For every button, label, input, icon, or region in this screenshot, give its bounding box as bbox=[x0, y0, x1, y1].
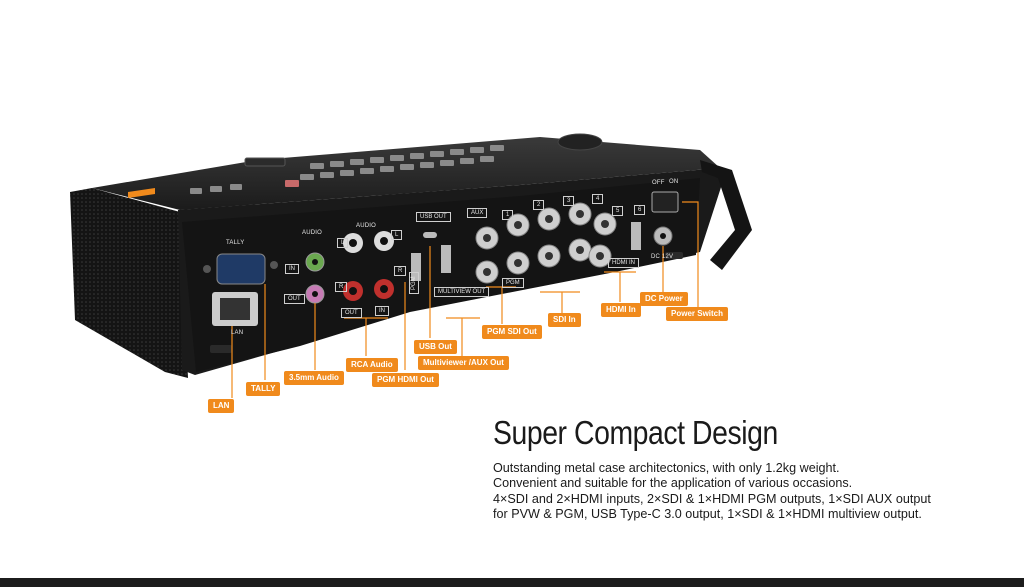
orange-badge bbox=[128, 188, 155, 198]
leader-lines bbox=[231, 201, 699, 398]
device-top-surface bbox=[92, 137, 720, 210]
out-label: OUT bbox=[284, 294, 305, 304]
bnc-number-4: 4 bbox=[592, 194, 604, 204]
bnc-number-1: 1 bbox=[502, 210, 514, 220]
r2-label: R bbox=[394, 266, 407, 276]
description-line: Convenient and suitable for the applicat… bbox=[493, 476, 853, 491]
bnc-number-5: 5 bbox=[612, 206, 624, 216]
foot-right bbox=[665, 252, 683, 259]
foot-left bbox=[210, 345, 232, 353]
bnc-number-2: 2 bbox=[533, 200, 545, 210]
on-label: ON bbox=[669, 179, 679, 185]
bnc-number-6: 6 bbox=[634, 205, 646, 215]
l2-label: L bbox=[391, 230, 403, 240]
multiview-out-port-label: MULTIVIEW OUT bbox=[434, 287, 490, 297]
bottom-bar bbox=[0, 578, 1024, 587]
headline: Super Compact Design bbox=[493, 414, 778, 451]
callout-power-switch: Power Switch bbox=[666, 307, 729, 321]
callout-tally: TALLY bbox=[246, 382, 281, 396]
tally-vga-port bbox=[216, 253, 266, 285]
callout-rca-audio: RCA Audio bbox=[346, 358, 398, 372]
l1-label: L bbox=[337, 238, 349, 248]
usb-c-port bbox=[423, 232, 437, 238]
description-line: Outstanding metal case architectonics, w… bbox=[493, 461, 840, 475]
joystick-knob bbox=[557, 133, 603, 151]
callout-hdmi-in: HDMI In bbox=[601, 303, 641, 317]
in2-label: IN bbox=[375, 306, 389, 316]
side-vent bbox=[70, 188, 188, 378]
off-label: OFF bbox=[652, 180, 665, 186]
pgm-port-label-right: PGM bbox=[502, 278, 524, 288]
hdmi-in-port-label: HDMI IN bbox=[608, 258, 639, 268]
callout-3-5mm-audio: 3.5mm Audio bbox=[284, 371, 344, 385]
callout-dc-power: DC Power bbox=[640, 292, 688, 306]
callout-multiviewer-aux-out: Multiviewer /AUX Out bbox=[418, 356, 509, 370]
callout-pgm-sdi-out: PGM SDI Out bbox=[482, 325, 542, 339]
r1-label: R bbox=[335, 282, 348, 292]
side-handle bbox=[700, 160, 752, 270]
callout-sdi-in: SDI In bbox=[548, 313, 581, 327]
dc-port-label: DC 12V bbox=[651, 254, 674, 260]
in-label: IN bbox=[285, 264, 299, 274]
pgm-hdmi-port bbox=[411, 253, 421, 281]
power-switch bbox=[651, 191, 679, 213]
hdmi-in-port bbox=[631, 222, 641, 250]
description-line: 4×SDI and 2×HDMI inputs, 2×SDI & 1×HDMI … bbox=[493, 491, 931, 506]
audio-port-label-right: AUDIO bbox=[356, 223, 377, 229]
multiview-hdmi-port bbox=[441, 245, 451, 273]
out2-label: OUT bbox=[341, 308, 362, 318]
top-buttons bbox=[190, 145, 504, 194]
t-bar-fader bbox=[244, 157, 286, 167]
description: Outstanding metal case architectonics, w… bbox=[493, 461, 1013, 522]
aux-port-label: AUX bbox=[467, 208, 488, 218]
usb-out-port-label: USB OUT bbox=[416, 212, 451, 222]
audio-port-label-left: AUDIO bbox=[302, 230, 323, 236]
bnc-number-3: 3 bbox=[563, 196, 575, 206]
description-line: for PVW & PGM, USB Type-C 3.0 output, 1×… bbox=[493, 506, 922, 521]
callout-usb-out: USB Out bbox=[414, 340, 457, 354]
tally-port-label: TALLY bbox=[226, 240, 245, 246]
callout-pgm-hdmi-out: PGM HDMI Out bbox=[372, 373, 439, 387]
pgm-port-label-left: PGM bbox=[409, 272, 419, 294]
rear-panel-face bbox=[182, 178, 700, 372]
callout-lan: LAN bbox=[208, 399, 235, 413]
rca-jacks bbox=[343, 231, 394, 301]
lan-port-label: LAN bbox=[231, 330, 244, 336]
